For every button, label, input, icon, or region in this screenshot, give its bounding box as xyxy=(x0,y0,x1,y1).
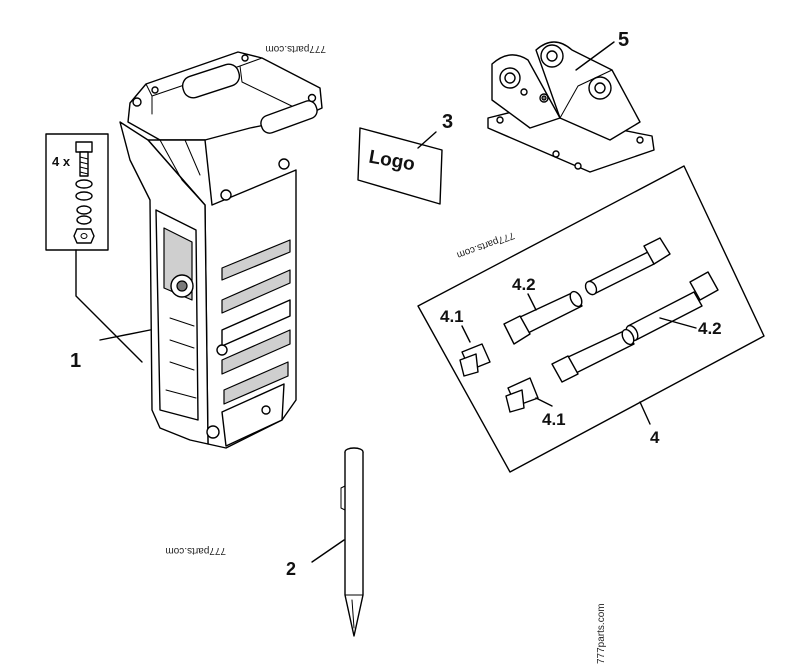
leader-line-part-5 xyxy=(575,41,615,71)
leader-line-4-2-left xyxy=(527,293,537,311)
leader-line-part-1b xyxy=(99,329,151,341)
quantity-label: 4 x xyxy=(52,154,71,169)
leader-line-part-3 xyxy=(417,131,437,149)
leader-line-4-1-bottom xyxy=(535,397,553,407)
callout-4-2-left: 4.2 xyxy=(512,275,536,294)
adapter-bracket-part-5 xyxy=(487,41,655,173)
watermark-bottom: 777parts.com xyxy=(596,603,607,664)
watermark-chisel: 777parts.com xyxy=(165,545,226,556)
leader-line-part-1 xyxy=(75,249,143,363)
leader-line-4-2-right xyxy=(659,317,697,329)
chisel-part-2 xyxy=(340,447,364,637)
bolt-kit-box: 4 x xyxy=(45,133,109,251)
leader-line-part-2 xyxy=(311,539,345,563)
callout-4-1-bottom: 4.1 xyxy=(542,410,566,429)
callout-4: 4 xyxy=(650,428,660,447)
pin-kit-box-part-4 xyxy=(417,165,765,473)
watermark-box: 777parts.com xyxy=(455,229,516,260)
watermark-top: 777parts.com xyxy=(265,43,326,54)
callout-5: 5 xyxy=(618,29,629,51)
callout-3: 3 xyxy=(442,111,453,133)
leader-line-4-1-top xyxy=(461,325,471,343)
callout-4-1-top: 4.1 xyxy=(440,307,464,326)
callout-2: 2 xyxy=(286,559,296,579)
callout-4-2-right: 4.2 xyxy=(698,319,722,338)
hammer-body-part-1 xyxy=(119,51,323,449)
logo-plate-part-3: Logo xyxy=(357,127,443,205)
callout-1: 1 xyxy=(70,350,81,372)
leader-line-part-4 xyxy=(639,401,651,425)
